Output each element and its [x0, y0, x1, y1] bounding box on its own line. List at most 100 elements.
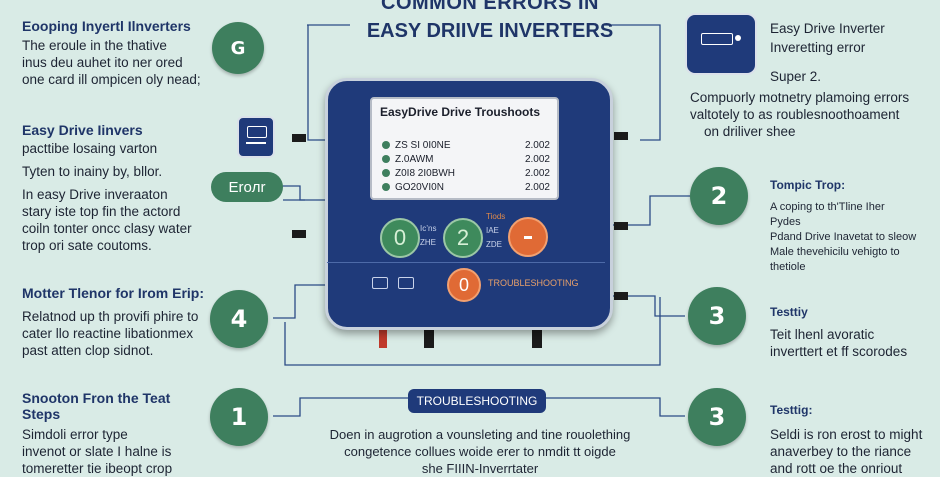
bottom-para-line: she FIIIN-Inverrtater [421, 461, 539, 476]
screen-row-label: Z.0AWM [395, 154, 434, 165]
device-label-text: ZHE [420, 238, 436, 247]
connector-bottom-left [284, 297, 661, 366]
screen-row-label: GO20VI0N [395, 182, 444, 193]
left-body-3-line: past atten clop sidnot. [22, 343, 154, 358]
left-body-3: Relatnod up th provifi phire to cater ll… [22, 308, 222, 359]
left-body-4: Simdoli error type invenot or slate I ha… [22, 426, 222, 477]
device-label-text: Ic’ns [420, 224, 437, 233]
right-heading-2: Tompic Trop: [770, 178, 846, 192]
right-body-4-line: Seldi is ron erost to might [770, 427, 923, 442]
right-circle-2: 2 [690, 167, 748, 225]
left-heading-4: Snooton Fron the Teat Steps [22, 390, 171, 422]
device-label-b: Tiods IAE ZDE [486, 212, 505, 250]
left-body-1-line: inus deu auhet ito ner ored [22, 55, 183, 70]
left-heading-3: Motter Tlenor for Irom Erip: [22, 285, 204, 301]
left-circle-1: 1 [210, 388, 268, 446]
troubleshooting-tag: TROUBLESHOOTING [408, 389, 546, 413]
right-heading-4: Testtig: [770, 403, 813, 417]
right-circle-3a: 3 [688, 287, 746, 345]
right-body-2-line: Pdand Drive Inavetat to sleow [770, 231, 917, 243]
plug-left-2 [292, 230, 306, 238]
title-line-2: EASY DRIIVE INVERTERS [366, 20, 614, 42]
left-body-2-line: In easy Drive inveraaton [22, 187, 168, 202]
right-body-4-line: anaverbey to the riance [770, 444, 912, 459]
device-trouble-label: TROUBLESHOOTING [488, 278, 579, 288]
title-line-1: COMMON ERRORS IN [381, 0, 599, 14]
plug-bottom-red [379, 328, 387, 348]
right-body-1: Easy Drive Inverter Inveretting error [770, 20, 930, 56]
plug-left-1 [292, 134, 306, 142]
device-trouble-button[interactable]: 0 [447, 268, 481, 302]
inverter-icon-screen [701, 33, 733, 45]
right-body-2: A coping to th'Tline Iher Pydes Pdand Dr… [770, 200, 935, 275]
device-button-2[interactable]: 2 [443, 218, 483, 258]
device-label-a: Ic’ns ZHE [420, 224, 436, 248]
connector-right-2 [607, 195, 690, 226]
right-body-3-line: Teit lhenl avoratic [770, 327, 875, 342]
connector-bottom-1 [273, 397, 408, 417]
left-body-4-line: tomeretter tie ibeopt crop [22, 461, 173, 476]
status-dot-icon [382, 155, 390, 164]
right-para-line: Compuorly motnetry plamoing errors [690, 90, 910, 105]
screen-row-code: 2.002 [524, 154, 550, 165]
screen-row: GO20VI0N 2.002 [382, 182, 550, 193]
device-panel-icon [398, 277, 414, 289]
bottom-para-line: Doen in augrotion a vounsleting and tine… [329, 427, 631, 442]
screen-row-code: 2.002 [524, 182, 550, 193]
inverter-icon-line [246, 142, 266, 144]
right-heading-3: Testtiy [770, 305, 808, 319]
bottom-para: Doen in augrotion a vounsleting and tine… [310, 426, 650, 477]
left-body-3-line: Relatnod up th provifi phire to [22, 309, 199, 324]
left-body-2: pacttibe losaing varton Tyten to inainy … [22, 140, 222, 254]
device-screen [370, 97, 559, 200]
right-body-2-line: A coping to th'Tline Iher [770, 201, 885, 213]
device-button-orange[interactable] [508, 217, 548, 257]
status-dot-icon [382, 141, 390, 150]
left-body-1-line: one card ill ompicen oly nead; [22, 72, 201, 87]
inverter-icon-light [735, 35, 741, 41]
plug-right-3 [614, 292, 628, 300]
right-para-line: valtotely to as roublesnoothoament [690, 107, 900, 122]
inverter-icon-screen [247, 126, 267, 138]
right-para-line: on driliver shee [704, 124, 796, 139]
right-circle-3b: 3 [688, 388, 746, 446]
screen-row-label: Z0I8 2I0BWH [395, 168, 456, 179]
left-heading-2: Easy Drive Iinvers [22, 122, 143, 138]
left-heading-1: Eooping Inyertl Ilnverters [22, 18, 191, 34]
connector-left-error [282, 185, 325, 201]
right-body-3-line: inverttert et ff scorodes [770, 344, 908, 359]
left-body-2-line: stary iste top fin the actord [22, 204, 181, 219]
connector-left-top [307, 25, 325, 141]
right-body-4-line: and rott oe the onriout [770, 461, 903, 476]
left-body-2-line: Tyten to inainy by, bllor. [22, 164, 163, 179]
inverter-icon-left [237, 116, 275, 158]
screen-row: Z.0AWM 2.002 [382, 154, 550, 165]
right-body-1-line: Easy Drive Inverter [770, 21, 885, 36]
bottom-para-line: congetence collues woide erer to nmdit t… [344, 444, 616, 459]
screen-row-code: 2.002 [524, 140, 550, 151]
device-label-text: ZDE [486, 240, 502, 249]
plug-bottom-right [532, 328, 542, 348]
device-button-0[interactable]: 0 [380, 218, 420, 258]
device-panel-icon [372, 277, 388, 289]
left-body-2-line: pacttibe losaing varton [22, 141, 158, 156]
device-divider [327, 262, 605, 263]
left-error-pill: Eroлr [211, 172, 283, 202]
plug-right-1 [614, 132, 628, 140]
left-body-4-line: invenot or slate I halne is [22, 444, 172, 459]
right-body-2-line: Pydes [770, 216, 801, 228]
left-body-3-line: cater llo reactine libationmex [22, 326, 194, 341]
left-circle-4: 4 [210, 290, 268, 348]
device-label-text: Tiods [486, 212, 506, 221]
plug-bottom-black [424, 328, 434, 348]
left-body-2-line: trop ori sate coutoms. [22, 238, 152, 253]
device-label-text: IAE [486, 226, 499, 235]
connector-left-4 [273, 284, 325, 319]
right-body-1-line: Inveretting error [770, 40, 866, 55]
status-dot-icon [382, 169, 390, 178]
connector-top [307, 24, 661, 141]
minus-icon [524, 235, 532, 239]
